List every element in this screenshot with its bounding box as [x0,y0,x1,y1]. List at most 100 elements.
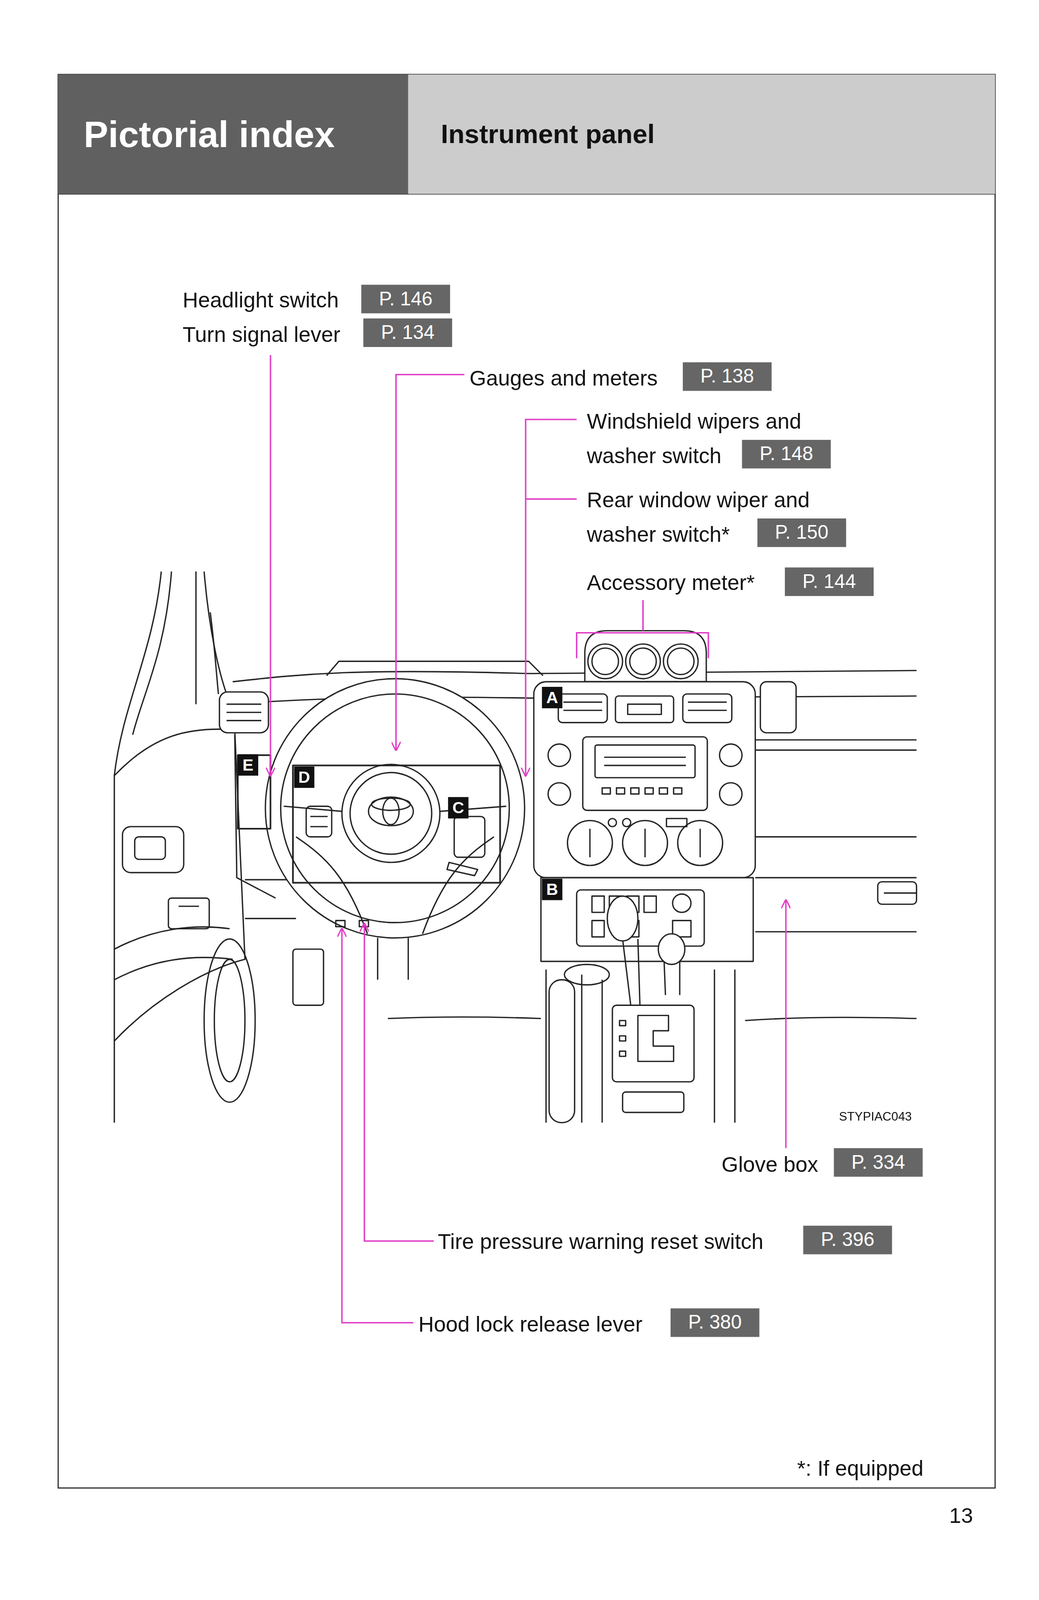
center-stack [622,820,668,866]
leader-lines [525,419,577,776]
page-ref-tag: P. 396 [803,1225,892,1255]
dash-body [387,1017,541,1019]
leader-lines [341,928,414,1324]
door-panel [114,729,246,1042]
center-stack [673,787,682,794]
dash-body [755,930,917,933]
page-ref-tag: P. 134 [363,318,453,348]
page-frame [58,74,996,1488]
center-stack [687,709,727,712]
leader-lines [642,600,644,631]
callout-label: STYPIAC043 [839,1108,913,1125]
lower-switch-panel [540,877,753,962]
lower-switch-panel [643,895,656,913]
center-stack [547,744,571,767]
center-stack [558,694,608,723]
steering-wheel [306,806,332,837]
door-panel [114,957,233,980]
callout-label: Glove box [721,1147,818,1182]
page-ref-tag: P. 148 [742,439,831,469]
center-stack [587,643,623,679]
node-text: P. 146 [378,288,433,310]
dash-body [219,661,917,1021]
callout-letter: C [447,797,469,819]
pedals [292,949,324,1006]
dashboard-illustration [114,571,917,1123]
dash-body [755,877,917,879]
node-text: P. 148 [759,443,814,465]
dash-body [245,917,297,920]
center-stack [604,756,686,758]
steering-wheel [265,678,525,939]
steering-wheel [446,862,478,876]
page-ref-tag: P. 138 [682,362,772,391]
steering-wheel [350,772,432,855]
callout-label: Gauges and meters [469,361,658,396]
center-console [619,1020,626,1026]
page-ref-tag: P. 334 [834,1148,923,1177]
center-console [622,1092,684,1113]
section-band: Instrument panel [408,74,996,194]
lower-switch-panel [592,895,605,913]
node-text: Pictorial index [83,114,335,155]
steering-wheel [280,694,510,923]
page-frame [58,74,996,1488]
dash-body [326,661,544,676]
door-panel [122,826,184,874]
dash-body [232,670,917,682]
center-stack [533,681,756,878]
center-stack [667,647,695,675]
steering-wheel [382,798,399,825]
callout-label: Hood lock release lever [418,1307,643,1342]
center-stack [608,818,617,827]
door-panel [114,571,256,1123]
lower-switch-panel [540,877,753,962]
dash-body [883,892,917,894]
center-stack [699,828,702,858]
dash-body [877,881,917,905]
door-panel [203,571,227,695]
dash-body [755,749,917,751]
center-stack [719,782,742,806]
node-text: Instrument panel [440,119,655,150]
steering-wheel [377,938,408,980]
node-text: B [546,880,559,899]
page-ref-tag: P. 150 [757,518,847,547]
callout-letter: A [541,686,563,709]
leader-lines [785,899,787,1149]
center-stack [682,694,733,723]
callout-label: Tire pressure warning reset switch [437,1224,764,1260]
lower-switch-panel [672,893,691,913]
center-stack [687,701,727,704]
center-stack [616,787,625,794]
steering-wheel [310,825,328,828]
callout-label: Windshield wipers and washer switch [586,404,833,474]
center-stack [567,820,613,866]
center-console [637,1015,674,1062]
node-text: P. 380 [687,1311,742,1334]
callout-label: Accessory meter* [586,565,755,601]
center-stack [625,643,661,679]
center-console [607,895,638,942]
center-console [545,969,735,1123]
center-stack [589,828,592,858]
center-stack [627,704,662,715]
steering-wheel [292,765,500,883]
dash-body [226,703,262,706]
node-text: P. 144 [802,571,857,593]
door-panel [214,959,245,1082]
node-text: P. 138 [700,365,755,388]
leader-lines [269,355,272,776]
center-stack [584,630,707,682]
center-stack [644,787,653,794]
door-panel [134,837,166,860]
dash-body [226,711,262,714]
center-stack [563,701,603,704]
center-stack [563,709,603,712]
node-text: C [452,799,465,817]
pedals [335,920,345,927]
callout-label: Headlight switch [182,282,339,318]
center-stack [663,643,699,679]
